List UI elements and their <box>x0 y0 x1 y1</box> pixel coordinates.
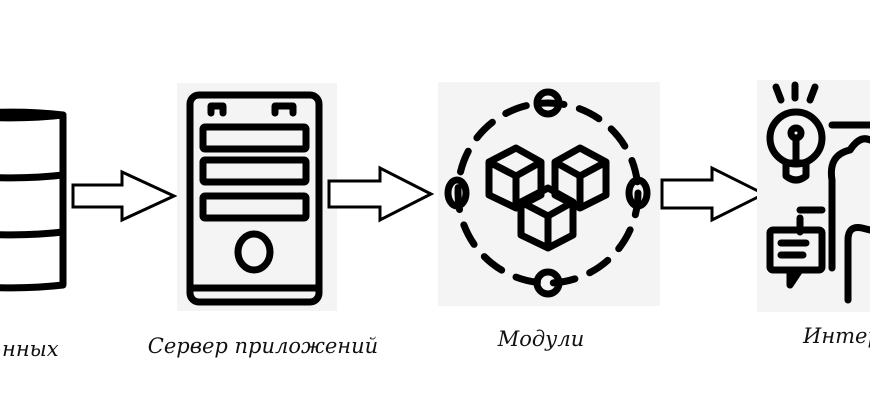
arrow-database-to-server <box>71 169 178 223</box>
arrow-modules-to-interface <box>660 165 768 223</box>
modules-cubes-icon <box>438 82 660 306</box>
interface-icon <box>757 80 870 312</box>
node-label-database: нных <box>2 337 59 361</box>
node-label-modules: Модули <box>497 327 585 351</box>
database-icon <box>0 108 67 292</box>
arrow-server-to-modules <box>327 165 435 223</box>
node-label-app-server: Сервер приложений <box>148 334 378 358</box>
server-icon <box>177 83 337 311</box>
node-label-interface: Интер <box>802 324 870 348</box>
